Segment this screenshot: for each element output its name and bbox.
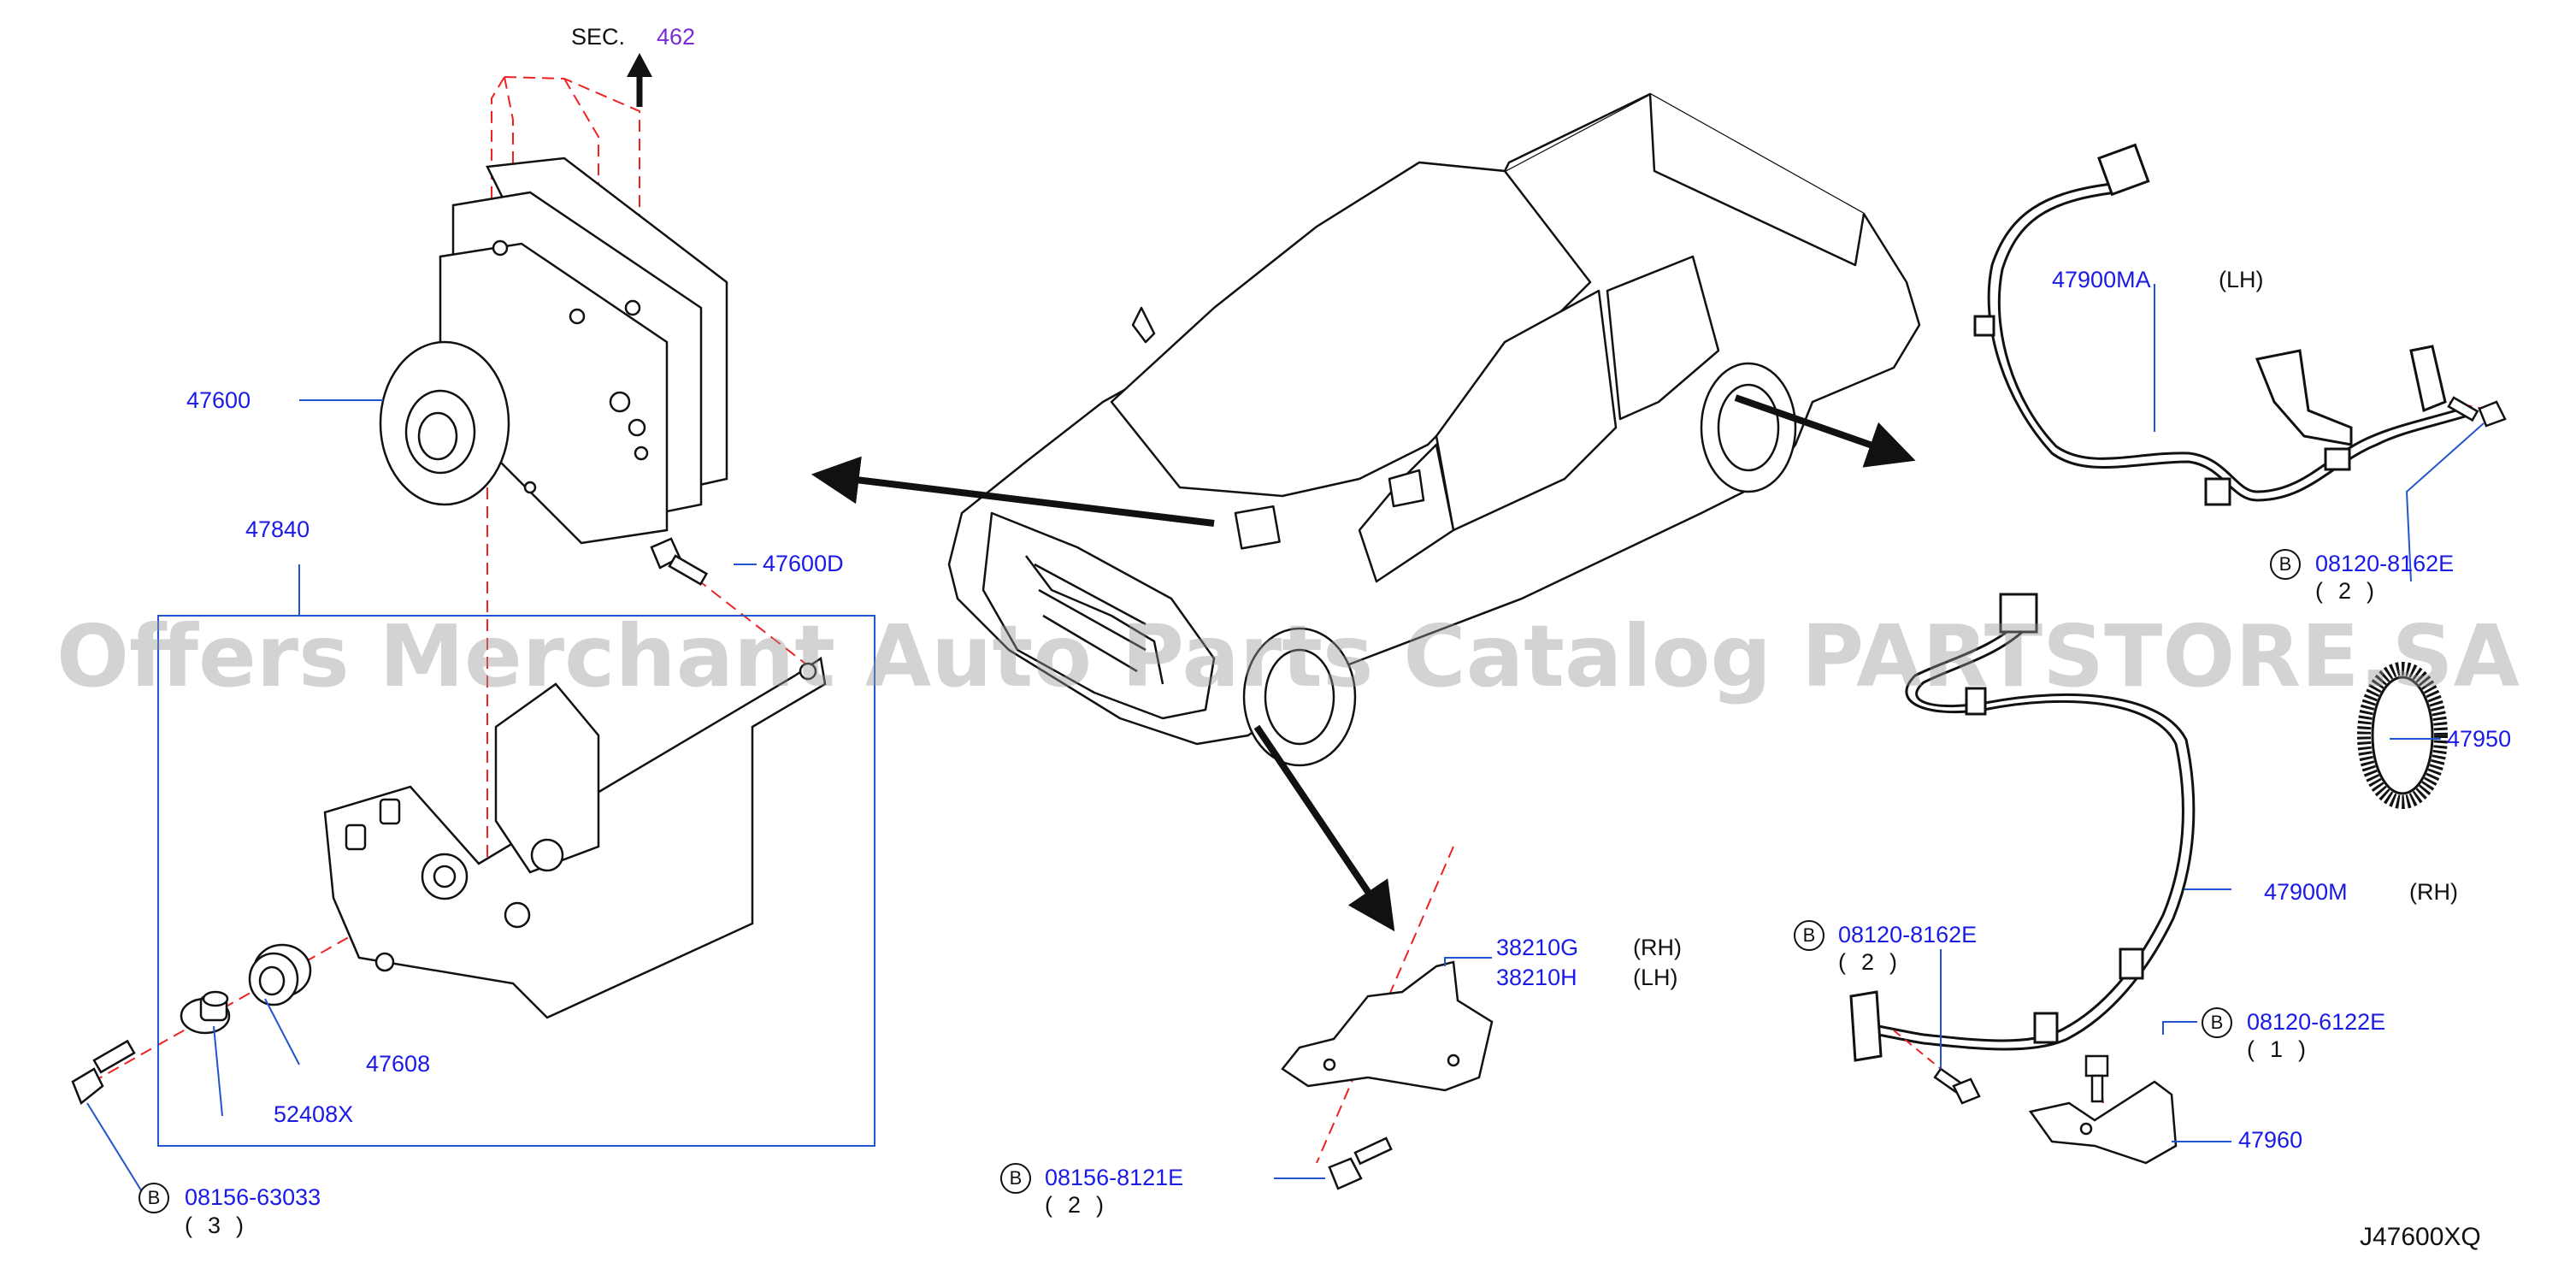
sensor-dashes	[1893, 401, 2493, 1104]
bracket-38210	[1281, 960, 1494, 1092]
bolt-symbol-08156-63033: B	[139, 1183, 169, 1213]
sensor-47900MA	[1973, 143, 2472, 506]
side-38210G: (RH)	[1633, 935, 1682, 960]
pointer-arrows	[811, 394, 1916, 932]
label-47600D[interactable]: 47600D	[763, 551, 844, 576]
label-38210H[interactable]: 38210H	[1496, 965, 1577, 990]
label-08120-8162E-upper[interactable]: 08120-8162E	[2315, 551, 2455, 576]
diagram-code: J47600XQ	[2360, 1223, 2481, 1251]
bolt-08156-63033	[71, 1039, 136, 1106]
label-47608[interactable]: 47608	[366, 1051, 431, 1077]
bracket-box	[157, 615, 875, 1147]
label-47900MA[interactable]: 47900MA	[2052, 267, 2151, 292]
truck-illustration	[947, 92, 1921, 767]
label-08120-6122E[interactable]: 08120-6122E	[2247, 1009, 2386, 1035]
qty-08120-6122E: (1)	[2247, 1036, 2321, 1062]
sensor-rotor-47950	[2357, 662, 2448, 809]
bolt-47600D	[650, 537, 709, 586]
bolt-08156-8121E	[1328, 1136, 1393, 1190]
label-47840[interactable]: 47840	[245, 516, 310, 542]
sec-number-link[interactable]: 462	[657, 24, 696, 50]
sec-prefix: SEC.	[571, 24, 626, 50]
bolt-symbol-08120-8162E-lower: B	[1794, 920, 1824, 951]
sensor-47900M	[1849, 593, 2196, 1062]
label-52408X[interactable]: 52408X	[274, 1101, 354, 1127]
bolt-symbol-08120-8162E-upper: B	[2270, 549, 2301, 580]
collar-52408X	[180, 990, 231, 1035]
qty-08120-8162E-upper: (2)	[2315, 578, 2390, 604]
label-08120-8162E-lower[interactable]: 08120-8162E	[1838, 922, 1978, 947]
qty-08156-8121E: (2)	[1045, 1192, 1119, 1218]
label-08156-63033[interactable]: 08156-63033	[185, 1184, 321, 1210]
bolt-08120-6122E	[2084, 1054, 2109, 1103]
label-47960[interactable]: 47960	[2238, 1127, 2303, 1153]
bolt-symbol-08156-8121E: B	[1000, 1163, 1031, 1194]
sec-arrow	[627, 53, 652, 107]
bolt-symbol-08120-6122E: B	[2202, 1007, 2232, 1038]
label-38210G[interactable]: 38210G	[1496, 935, 1579, 960]
label-08156-8121E[interactable]: 08156-8121E	[1045, 1165, 1184, 1190]
leader-lines	[86, 284, 2485, 1198]
grommet-47608	[248, 943, 312, 1006]
label-47950[interactable]: 47950	[2447, 726, 2512, 752]
bolt-08120-8162E-lower	[1933, 1067, 1981, 1105]
label-47600[interactable]: 47600	[186, 387, 251, 413]
side-47900M: (RH)	[2409, 879, 2458, 905]
label-47900M[interactable]: 47900M	[2264, 879, 2348, 905]
side-38210H: (LH)	[1633, 965, 1678, 990]
side-47900MA: (LH)	[2219, 267, 2264, 292]
qty-08120-8162E-lower: (2)	[1838, 949, 1913, 975]
abs-bracket	[323, 656, 827, 1019]
bracket-47960	[2028, 1080, 2178, 1165]
qty-08156-63033: (3)	[185, 1213, 259, 1238]
bolt-08120-8162E-upper	[2447, 396, 2507, 428]
abs-actuator	[379, 156, 728, 545]
